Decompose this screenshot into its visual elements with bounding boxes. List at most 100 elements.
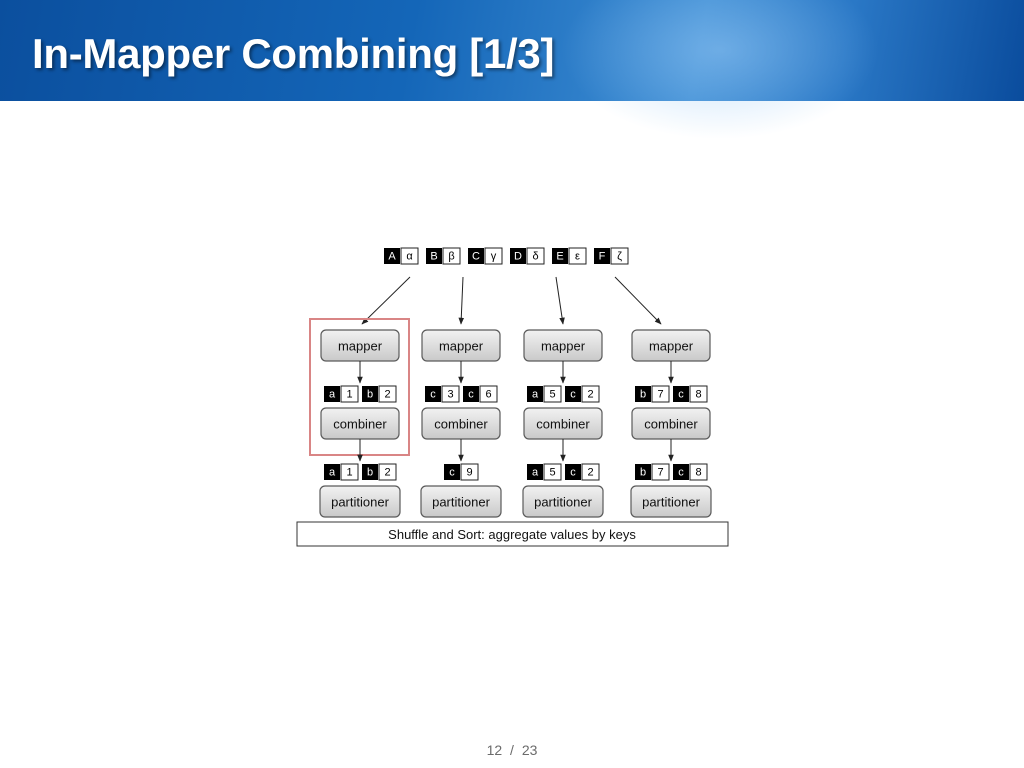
value-label: 5 (549, 467, 555, 479)
value-cell (378, 463, 397, 481)
key-cell (673, 386, 689, 402)
value-cell (568, 247, 587, 265)
combiner-box: combiner (421, 407, 501, 440)
value-label: 6 (485, 389, 491, 401)
partitioner-box-label: partitioner (642, 495, 700, 510)
key-cell (362, 464, 378, 480)
value-label: 2 (384, 467, 390, 479)
mapper-box: mapper (320, 329, 400, 362)
value-cell (651, 385, 670, 403)
key-label: c (570, 389, 576, 401)
mapper-box: mapper (523, 329, 603, 362)
key-cell (324, 464, 340, 480)
key-cell (635, 386, 651, 402)
combiner-box-label: combiner (536, 417, 590, 432)
key-cell (673, 464, 689, 480)
value-cell (689, 385, 708, 403)
value-cell (340, 463, 359, 481)
value-cell (460, 463, 479, 481)
key-label: a (532, 389, 539, 401)
value-label: δ (532, 251, 538, 263)
key-label: b (367, 389, 373, 401)
mapper-box: mapper (631, 329, 711, 362)
input-arrow (458, 276, 465, 325)
partitioner-box: partitioner (522, 485, 604, 518)
key-label: c (678, 467, 684, 479)
value-label: α (406, 251, 413, 263)
value-cell (610, 247, 629, 265)
value-label: 1 (346, 389, 352, 401)
key-cell (384, 248, 400, 264)
partitioner-box: partitioner (630, 485, 712, 518)
partitioner-box-shape (420, 485, 502, 518)
key-label: c (449, 467, 455, 479)
partitioner-box-label: partitioner (534, 495, 592, 510)
value-cell (484, 247, 503, 265)
value-cell (441, 385, 460, 403)
key-cell (463, 386, 479, 402)
value-cell (581, 385, 600, 403)
key-cell (426, 248, 442, 264)
shuffle-sort-bar: Shuffle and Sort: aggregate values by ke… (296, 521, 729, 547)
value-label: 7 (657, 389, 663, 401)
combiner-box-label: combiner (644, 417, 698, 432)
mapper-box: mapper (421, 329, 501, 362)
input-arrow (555, 276, 565, 325)
key-label: b (367, 467, 373, 479)
shuffle-sort-frame (296, 521, 729, 547)
value-cell (378, 385, 397, 403)
key-label: c (678, 389, 684, 401)
value-cell (543, 463, 562, 481)
key-cell (565, 386, 581, 402)
key-cell (444, 464, 460, 480)
key-label: c (430, 389, 436, 401)
key-label: a (532, 467, 539, 479)
key-label: b (640, 467, 646, 479)
key-label: E (556, 251, 563, 263)
value-cell (400, 247, 419, 265)
key-label: b (640, 389, 646, 401)
key-label: A (388, 251, 396, 263)
value-label: 1 (346, 467, 352, 479)
page-number: 12 / 23 (0, 742, 1024, 758)
key-cell (468, 248, 484, 264)
combiner-box-label: combiner (333, 417, 387, 432)
value-label: γ (491, 251, 497, 263)
mapper-box-label: mapper (439, 339, 484, 354)
key-cell (635, 464, 651, 480)
value-cell (340, 385, 359, 403)
value-label: 5 (549, 389, 555, 401)
key-label: a (329, 389, 336, 401)
header-glow (560, 0, 880, 140)
partitioner-box-label: partitioner (432, 495, 490, 510)
partitioner-box: partitioner (420, 485, 502, 518)
value-cell (526, 247, 545, 265)
value-cell (442, 247, 461, 265)
slide-header: In-Mapper Combining [1/3] (0, 0, 1024, 140)
combiner-box-label: combiner (434, 417, 488, 432)
partitioner-box-shape (319, 485, 401, 518)
value-label: 2 (587, 467, 593, 479)
combiner-box: combiner (320, 407, 400, 440)
key-label: c (468, 389, 474, 401)
value-label: ε (575, 251, 580, 263)
key-cell (510, 248, 526, 264)
value-label: 2 (384, 389, 390, 401)
value-cell (689, 463, 708, 481)
value-label: 9 (466, 467, 472, 479)
key-label: C (472, 251, 480, 263)
page-current: 12 (486, 742, 503, 758)
